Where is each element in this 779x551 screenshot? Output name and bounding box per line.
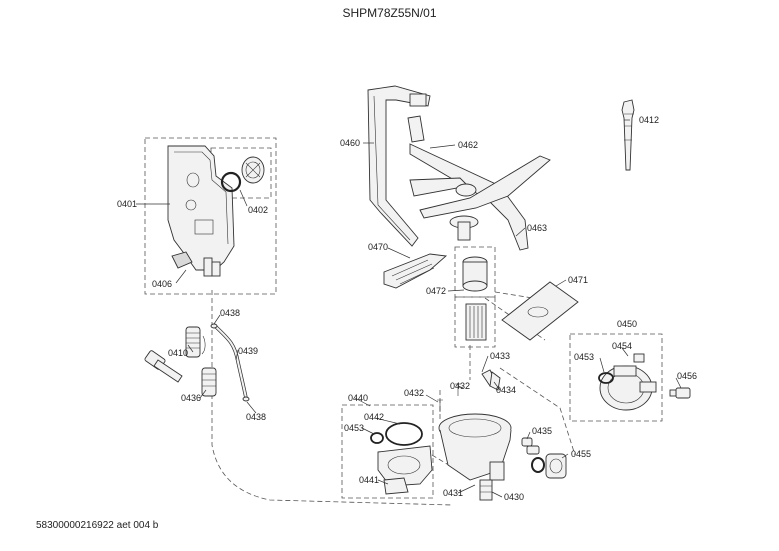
group-box-0440 [341, 404, 434, 499]
leader-lines [136, 119, 682, 498]
callout-0433: 0433 [490, 351, 510, 361]
callout-0454: 0454 [612, 341, 632, 351]
part-0402-cap-and-seal [220, 156, 265, 193]
part-0410-hose-connector [144, 326, 201, 383]
callout-0472: 0472 [426, 286, 446, 296]
callout-0436: 0436 [181, 393, 201, 403]
part-0455-check-valve [531, 453, 567, 479]
callout-0432-upper: 0432 [450, 381, 470, 391]
callout-0460: 0460 [340, 138, 360, 148]
callout-0431: 0431 [443, 488, 463, 498]
callout-0470: 0470 [368, 242, 388, 252]
callout-0463: 0463 [527, 223, 547, 233]
drawing-footer-code: 58300000216922 aet 004 b [36, 520, 159, 531]
callout-0401: 0401 [117, 199, 137, 209]
part-0460-supply-duct [367, 85, 431, 247]
callout-0402: 0402 [248, 205, 268, 215]
part-0436-connector [201, 367, 217, 397]
part-0450-heat-pump [598, 353, 657, 411]
part-0472-filter [462, 256, 488, 341]
callout-0441: 0441 [359, 475, 379, 485]
callout-0438-top: 0438 [220, 308, 240, 318]
part-0430-sump [438, 413, 512, 501]
part-0456-plug [669, 387, 691, 399]
part-0412-latch [621, 99, 635, 171]
part-0470-fine-filter [383, 253, 448, 289]
callout-0432-lower: 0432 [404, 388, 424, 398]
part-0471-filter-plate [501, 281, 579, 341]
part-0435-sensor [521, 437, 540, 455]
callout-labels: 0401 0402 0406 0410 0438 0439 0436 0438 … [117, 115, 697, 502]
callout-0410: 0410 [168, 348, 188, 358]
callout-0435: 0435 [532, 426, 552, 436]
part-0439-hose [201, 323, 250, 402]
callout-0455: 0455 [571, 449, 591, 459]
hose-route-line [211, 290, 453, 506]
callout-0406: 0406 [152, 279, 172, 289]
callout-0412: 0412 [639, 115, 659, 125]
callout-0442: 0442 [364, 412, 384, 422]
group-box-0472-bottom [454, 296, 496, 348]
callout-0462: 0462 [458, 140, 478, 150]
part-0433-clip [481, 369, 501, 391]
part-0462-spray-arm [407, 115, 551, 251]
group-box-0472-top [454, 246, 496, 298]
callout-0430: 0430 [504, 492, 524, 502]
group-box-0450 [569, 333, 663, 422]
callout-0440: 0440 [348, 393, 368, 403]
route-line-pump [499, 367, 576, 456]
group-box-0401 [144, 137, 277, 295]
part-0440-drain-pump [370, 422, 433, 495]
callout-0453-right: 0453 [574, 352, 594, 362]
callout-0438-bottom: 0438 [246, 412, 266, 422]
callout-0439: 0439 [238, 346, 258, 356]
callout-0471: 0471 [568, 275, 588, 285]
callout-0434: 0434 [496, 385, 516, 395]
callout-0453-left: 0453 [344, 423, 364, 433]
callout-0456: 0456 [677, 371, 697, 381]
part-0401-water-pocket [167, 145, 235, 277]
callout-0450: 0450 [617, 319, 637, 329]
drawing-title: SHPM78Z55N/01 [342, 6, 437, 20]
